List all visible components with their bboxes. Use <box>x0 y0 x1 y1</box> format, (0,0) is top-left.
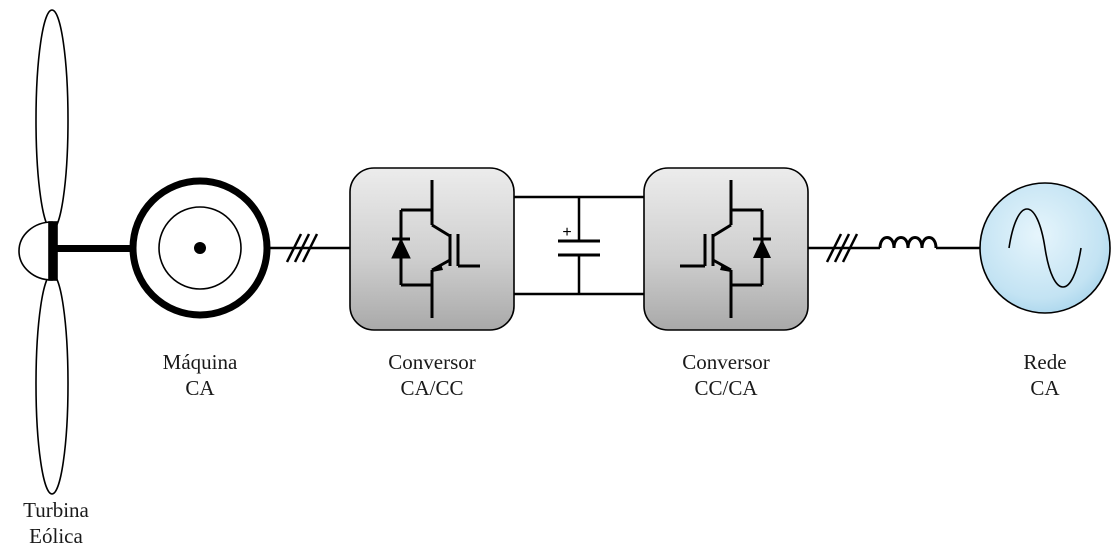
converter-ac-dc-block <box>349 167 515 331</box>
converter-dc-ac-block <box>643 167 809 331</box>
three-phase-line-2 <box>808 233 880 263</box>
turbine-shaft <box>52 245 200 252</box>
capacitor-polarity-plus: + <box>562 224 571 241</box>
dc-link <box>514 195 644 296</box>
inductor-icon <box>878 236 938 249</box>
ac-machine-icon <box>129 177 271 319</box>
turbine-blade-bottom <box>35 273 69 495</box>
ac-source-icon <box>979 182 1111 314</box>
sine-wave <box>1008 208 1082 288</box>
label-converter-dc-ac: Conversor CC/CA <box>682 350 770 400</box>
turbine-blade-top <box>35 9 69 231</box>
wind-turbine-icon <box>18 9 69 495</box>
machine-shaft-dot <box>194 242 206 254</box>
emitter-arrow-1 <box>432 264 443 272</box>
label-turbine: Turbina Eólica <box>23 498 89 548</box>
emitter-arrow-2 <box>720 264 731 272</box>
label-machine: Máquina CA <box>162 350 238 400</box>
label-converter-ac-dc: Conversor CA/CC <box>388 350 476 400</box>
igbt-switch-icon <box>391 180 480 318</box>
label-grid: Rede CA <box>1023 350 1067 400</box>
diode-2 <box>753 239 771 258</box>
turbine-hub <box>18 221 53 281</box>
three-phase-line-1 <box>267 233 350 263</box>
capacitor-icon <box>558 239 600 257</box>
